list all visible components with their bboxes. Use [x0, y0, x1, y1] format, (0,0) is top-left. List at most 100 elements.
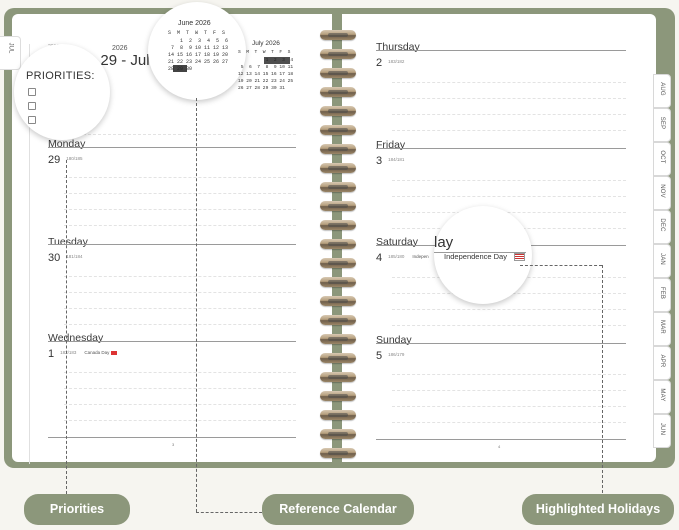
- week-highlight: [173, 65, 187, 72]
- tab-label: MAR: [659, 320, 665, 334]
- day-number: 3: [376, 155, 383, 167]
- tab-jan[interactable]: JAN: [653, 244, 671, 278]
- june-week-row: 14 15 16 17 18 19 20: [168, 52, 229, 58]
- holiday-connector-vertical: [602, 265, 603, 493]
- tab-dec[interactable]: DEC: [653, 210, 671, 244]
- day-count: 182/183: [60, 350, 77, 356]
- writing-line: [392, 422, 626, 423]
- day-name: Tuesday: [48, 236, 88, 248]
- july-week-row: 26 27 28 29 30 31: [238, 86, 285, 91]
- tab-mar[interactable]: MAR: [653, 312, 671, 346]
- writing-line: [392, 309, 626, 310]
- tab-aug[interactable]: AUG: [653, 74, 671, 108]
- zoom-rule: [434, 252, 526, 253]
- calendar-connector-vertical: [196, 98, 197, 512]
- day-name: Monday: [48, 138, 86, 150]
- page-margin-line: [29, 44, 30, 464]
- tab-nov[interactable]: NOV: [653, 176, 671, 210]
- spiral-coil: [320, 106, 356, 116]
- july-week-row: 19 20 21 22 23 24 25: [238, 79, 294, 84]
- bottom-rule: [376, 439, 626, 440]
- tab-label: JUL: [7, 42, 14, 54]
- priorities-zoom: PRIORITIES:: [14, 44, 110, 140]
- tab-label: MAY: [659, 388, 665, 402]
- tab-feb[interactable]: FEB: [653, 278, 671, 312]
- day-rule: [48, 341, 296, 342]
- priority-checkbox[interactable]: [28, 88, 36, 96]
- day-number: 4: [376, 252, 383, 264]
- spiral-coil: [320, 334, 356, 344]
- writing-line: [48, 134, 296, 135]
- tab-jun[interactable]: JUN: [653, 414, 671, 448]
- holiday-label: Canada Day: [84, 350, 110, 356]
- june-weekdays: S M T W T F S: [168, 30, 226, 36]
- holiday-connector-horizontal: [520, 265, 602, 266]
- spiral-coil: [320, 277, 356, 287]
- spiral-coil: [320, 258, 356, 268]
- tab-label: APR: [659, 354, 665, 368]
- tab-oct[interactable]: OCT: [653, 142, 671, 176]
- writing-line: [392, 374, 626, 375]
- spiral-coil: [320, 220, 356, 230]
- week-highlight: [264, 57, 290, 64]
- tab-apr[interactable]: APR: [653, 346, 671, 380]
- bottom-rule: [48, 437, 296, 438]
- day-count: 183/182: [388, 59, 405, 65]
- tab-sep[interactable]: SEP: [653, 108, 671, 142]
- writing-line: [64, 388, 296, 389]
- writing-line: [392, 325, 626, 326]
- spiral-coil: [320, 448, 356, 458]
- july-mini-calendar: July 2026 S M T W T F S 1 2 3 4 5 6 7 8 …: [236, 40, 294, 96]
- writing-line: [64, 193, 296, 194]
- spiral-coil: [320, 182, 356, 192]
- us-flag-icon: [514, 253, 525, 261]
- tab-may[interactable]: MAY: [653, 380, 671, 414]
- day-rule: [48, 244, 296, 245]
- writing-line: [64, 372, 296, 373]
- july-week-row: 12 13 14 15 16 17 18: [238, 72, 294, 77]
- priorities-callout: Priorities: [24, 494, 130, 525]
- writing-line: [392, 390, 626, 391]
- writing-line: [64, 225, 296, 226]
- priority-checkbox[interactable]: [28, 102, 36, 110]
- priority-checkbox[interactable]: [28, 116, 36, 124]
- spiral-coil: [320, 296, 356, 306]
- holiday-label: Indepen: [412, 254, 429, 260]
- tab-label: OCT: [659, 150, 665, 164]
- spiral-coil: [320, 125, 356, 135]
- canada-flag-icon: [111, 350, 118, 355]
- june-week-row: 1 2 3 4 5 6: [168, 38, 229, 44]
- tab-jul[interactable]: JUL: [0, 36, 21, 70]
- writing-line: [392, 406, 626, 407]
- priorities-label: PRIORITIES:: [26, 70, 95, 82]
- spiral-coil: [320, 68, 356, 78]
- spiral-coil: [320, 429, 356, 439]
- zoom-day-fragment: lay: [434, 234, 454, 251]
- spiral-coil: [320, 49, 356, 59]
- day-count: 186/179: [388, 352, 405, 358]
- spiral-coil: [320, 315, 356, 325]
- july-weekdays: S M T W T F S: [238, 50, 291, 55]
- writing-line: [392, 98, 626, 99]
- zoom-holiday-label: Independence Day: [444, 252, 507, 261]
- spiral-coil: [320, 391, 356, 401]
- day-wednesday: Wednesday 1 182/183 Canada Day: [48, 332, 118, 362]
- day-rule: [376, 50, 626, 51]
- june-week-row: 21 22 23 24 25 26 27: [168, 59, 229, 65]
- day-name: Wednesday: [48, 332, 104, 344]
- tab-label: NOV: [659, 184, 665, 198]
- spiral-coil: [320, 353, 356, 363]
- spiral-coil: [320, 372, 356, 382]
- tab-label: FEB: [659, 286, 665, 300]
- writing-line: [64, 324, 296, 325]
- day-name: Thursday: [376, 41, 420, 53]
- spiral-coil: [320, 239, 356, 249]
- day-number: 1: [48, 348, 55, 360]
- spiral-coil: [320, 87, 356, 97]
- tab-label: DEC: [659, 218, 665, 232]
- tab-label: SEP: [659, 116, 665, 130]
